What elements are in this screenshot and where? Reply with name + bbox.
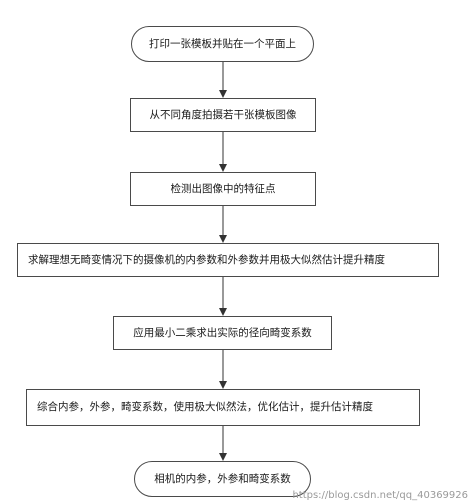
step-capture-images: 从不同角度拍摄若干张模板图像 bbox=[130, 98, 316, 132]
step-solve-parameters: 求解理想无畸变情况下的摄像机的内参数和外参数并用极大似然估计提升精度 bbox=[17, 243, 439, 277]
step-print-template: 打印一张模板并贴在一个平面上 bbox=[131, 26, 314, 62]
watermark: https://blog.csdn.net/qq_40369926 bbox=[292, 490, 468, 501]
step-joint-optimization: 综合内参，外参，畸变系数，使用极大似然法，优化估计，提升估计精度 bbox=[26, 389, 420, 426]
step-result-parameters: 相机的内参，外参和畸变系数 bbox=[134, 461, 311, 497]
step-detect-features: 检测出图像中的特征点 bbox=[130, 172, 316, 206]
step-least-squares-distortion: 应用最小二乘求出实际的径向畸变系数 bbox=[113, 316, 332, 350]
